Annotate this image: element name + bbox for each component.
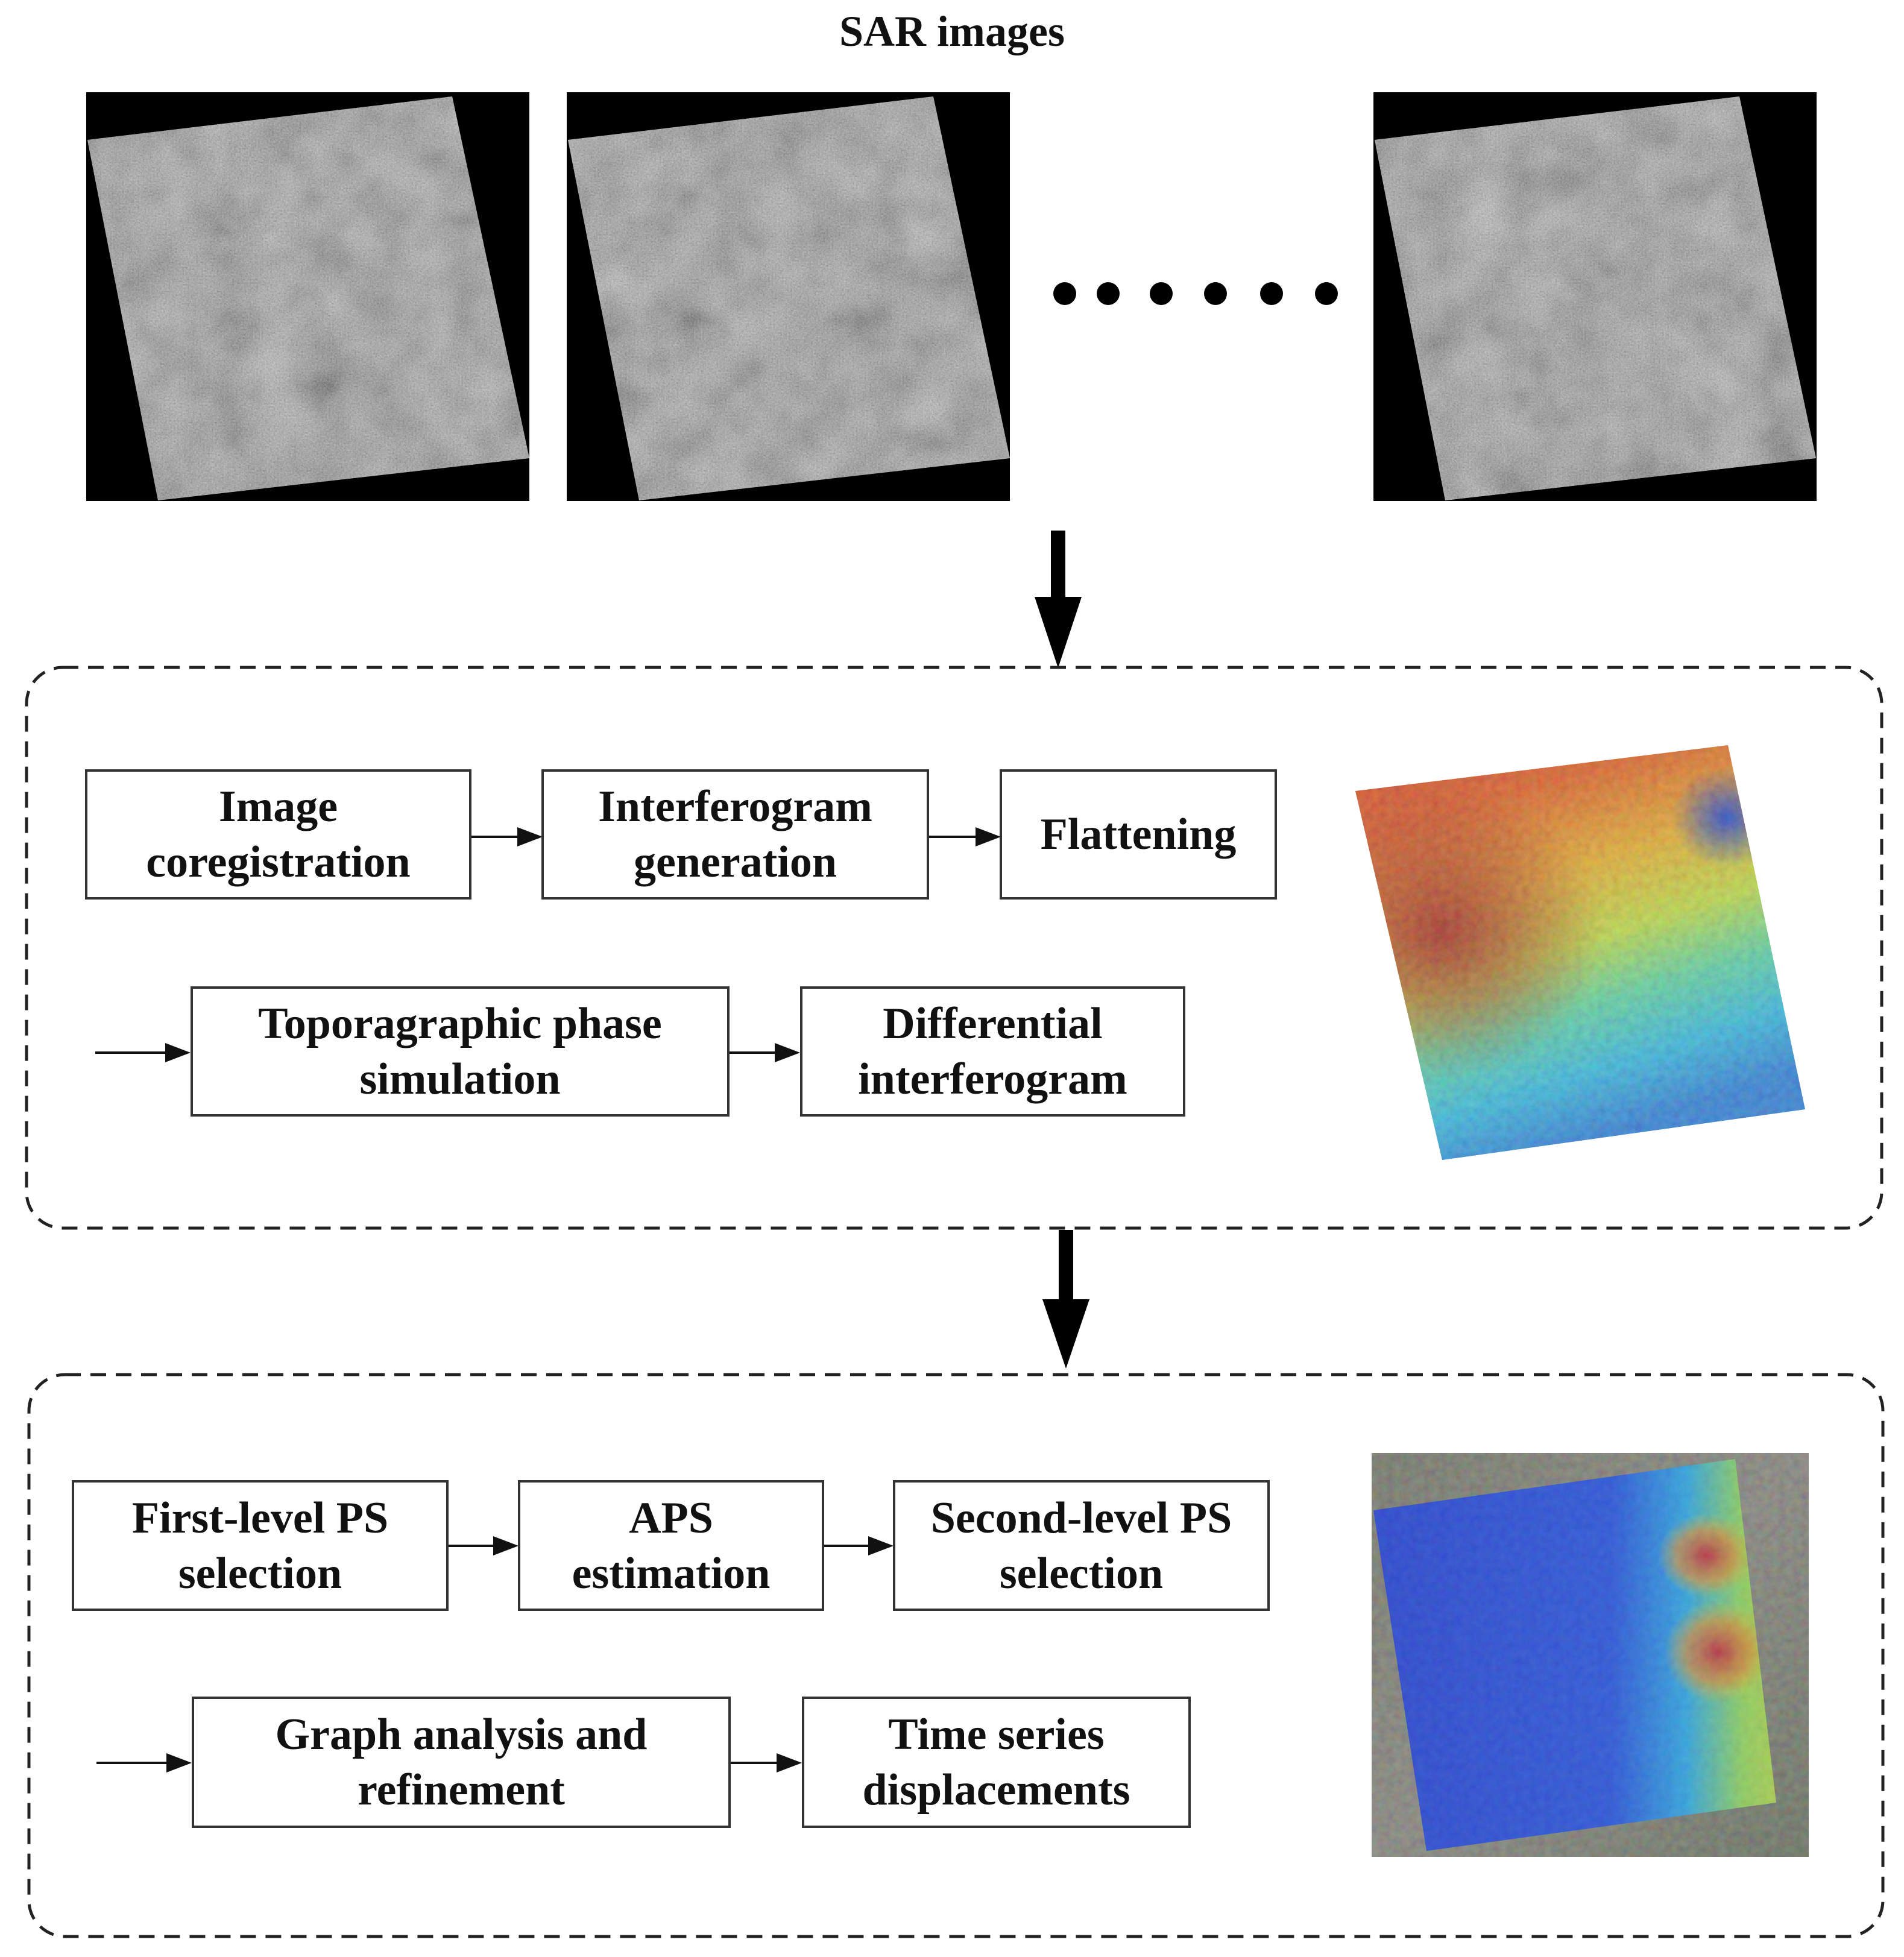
box-graph-analysis-refinement: Graph analysis and refinement <box>192 1697 731 1828</box>
ellipsis-dot <box>1315 282 1338 305</box>
box-image-coregistration: Image coregistration <box>85 769 471 900</box>
down-arrow-2 <box>1042 1230 1089 1369</box>
deformation-map-image <box>1372 1453 1809 1857</box>
box-first-level-ps-selection: First-level PS selection <box>72 1480 449 1611</box>
down-arrow-1 <box>1035 531 1082 668</box>
connectors-section2 <box>96 1536 894 1773</box>
box-time-series-displacements: Time series displacements <box>802 1697 1191 1828</box>
panel-interferometry <box>25 666 1884 1230</box>
diagram-title: SAR images <box>839 7 1065 55</box>
interferogram-image <box>1355 745 1805 1160</box>
box-interferogram-generation: Interferogram generation <box>541 769 929 900</box>
ellipsis-dot <box>1053 282 1076 305</box>
ellipsis-dot <box>1150 282 1173 305</box>
connectors-section1 <box>95 827 1001 1062</box>
ellipsis-dots <box>1053 282 1338 305</box>
box-flattening: Flattening <box>1000 769 1277 900</box>
sar-image-2 <box>567 92 1010 501</box>
box-differential-interferogram: Differential interferogram <box>800 986 1185 1117</box>
ellipsis-dot <box>1097 282 1120 305</box>
box-topographic-phase-simulation: Toporagraphic phase simulation <box>191 986 730 1117</box>
sar-image-1 <box>86 92 529 501</box>
panel-ps-analysis <box>27 1373 1885 1938</box>
sar-image-n <box>1373 92 1817 501</box>
ellipsis-dot <box>1260 282 1283 305</box>
ellipsis-dot <box>1204 282 1227 305</box>
box-second-level-ps-selection: Second-level PS selection <box>893 1480 1270 1611</box>
box-aps-estimation: APS estimation <box>518 1480 824 1611</box>
